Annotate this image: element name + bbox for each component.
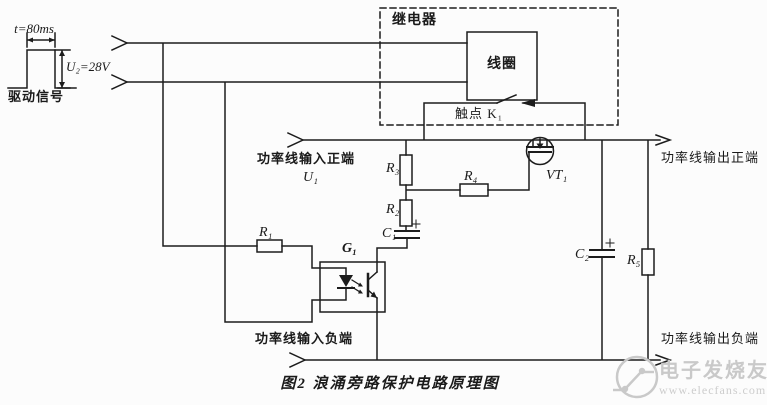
power-output-positive-arrow-icon [655,134,673,146]
r1-label: R₁ [259,225,273,240]
capacitor-c1-plates [394,230,420,239]
pulse-dimension-lines [26,32,71,89]
vt1-label: VT₁ [546,168,568,183]
figure-caption: 图2 浪涌旁路保护电路原理图 [280,376,500,392]
capacitor-c2-plus [605,238,615,248]
output-positive-terminal-label: 功率线输出正端 [661,150,760,165]
input-positive-terminal-label: 功率线输入正端 [257,151,356,166]
watermark-logo-pad-2 [638,367,646,375]
drive-positive-input-arrow-icon [111,35,129,51]
phototransistor-collector [366,270,379,282]
wires [126,42,661,361]
resistor-r4 [459,183,489,197]
power-input-positive-arrow-icon [287,132,305,148]
relay-coil-label: 线圈 [487,57,517,72]
resistor-r2 [399,199,413,227]
relay-contact-label: 触点 K₁ [455,106,504,121]
u1-ref-label: U₁ [303,170,318,185]
optocoupler-light-arrowhead-1 [358,282,363,287]
pulse-width-arrowhead-right [49,37,55,43]
relay-dashed-box [379,7,619,126]
r2-label: R₂ [386,202,400,217]
c2-label: C₂ [575,247,590,262]
power-output-negative-arrow-icon [655,354,673,366]
c1-label: C₁ [382,226,397,241]
drive-signal-label: 驱动信号 [8,89,65,104]
resistor-r1 [256,239,283,253]
resistor-r3 [399,154,413,186]
optocoupler-led [339,275,353,287]
pulse-amplitude-arrowhead-top [59,50,65,56]
input-negative-terminal-label: 功率线输入负端 [255,331,354,346]
watermark-logo [613,355,659,399]
watermark-brand: 电子发烧友 [659,360,767,382]
output-negative-terminal-label: 功率线输出负端 [661,331,760,346]
capacitor-c1-plus [411,219,421,229]
g1-label: G₁ [342,241,357,256]
r4-label: R₄ [464,169,478,184]
relay-contact-arrowhead [521,99,535,107]
pulse-amplitude-arrowhead-bottom [59,82,65,88]
relay-label: 继电器 [392,13,437,28]
pulse-width-arrowhead-left [27,37,33,43]
optocoupler-box [319,261,386,313]
relay-coil-box [466,31,538,101]
mosfet-vt1-stubs [532,139,548,148]
optocoupler-light-arrows [351,279,361,293]
mosfet-vt1-circle [525,136,555,166]
r5-label: R₅ [627,253,641,268]
watermark-site: www.elecfans.com [659,383,767,397]
pulse-amplitude-label: U₂=28V [66,59,110,74]
watermark-logo-circle [615,355,659,399]
r3-label: R₃ [386,161,400,176]
optocoupler-light-arrowhead-2 [358,289,363,294]
resistor-r5 [641,248,655,276]
capacitor-c2-plates [589,249,615,258]
phototransistor-emitter-arrowhead [370,291,377,298]
power-input-negative-arrow-icon [289,352,307,368]
mosfet-vt1-arrowhead [536,143,544,149]
watermark-logo-pad-1 [621,385,629,393]
relay-contact-blade [496,94,517,104]
drive-negative-input-arrow-icon [111,74,129,90]
pulse-width-label: t=80ms [14,21,54,36]
